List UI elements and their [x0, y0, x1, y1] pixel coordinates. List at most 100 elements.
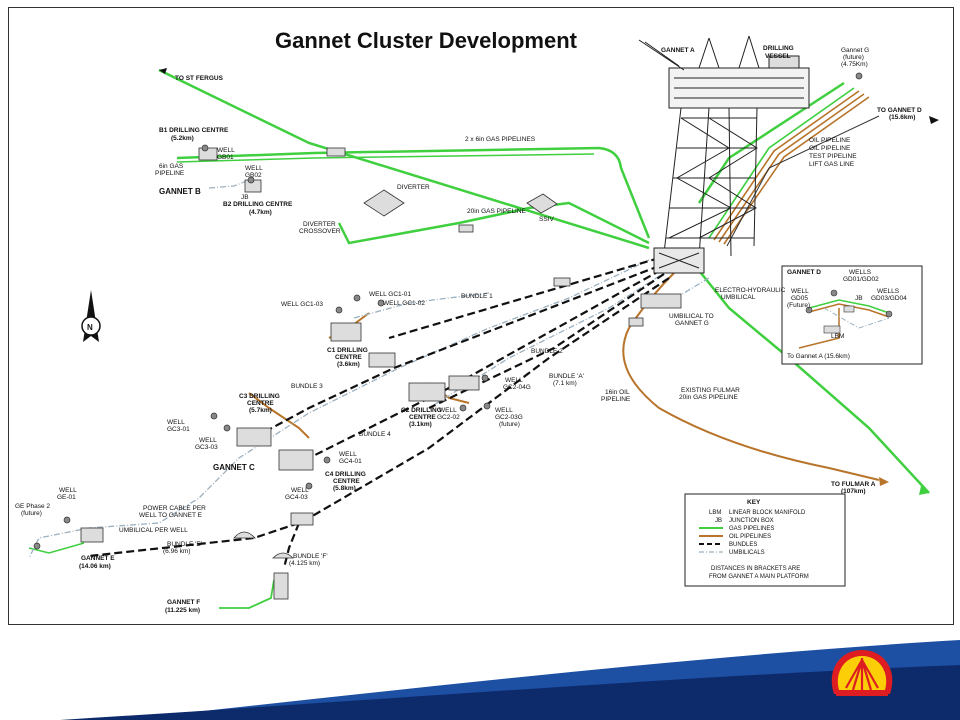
label-ssiv: SSIV	[539, 216, 554, 223]
label-well-id: GC4-03	[285, 494, 308, 501]
label-ge-phase2: (future)	[21, 510, 42, 517]
label-bundle-e: BUNDLE 'E'	[167, 541, 202, 548]
compass-letter: N	[87, 323, 93, 332]
well-gb01-icon	[201, 144, 209, 152]
label-c4-centre: C4 DRILLING	[325, 471, 366, 478]
well-gc1-02-icon	[377, 299, 385, 307]
label-well-id: GB01	[217, 154, 234, 161]
well-gb02-icon	[247, 176, 255, 184]
well-gc4-01-icon	[323, 456, 331, 464]
label-well: WELL	[339, 451, 357, 458]
label-electro: UMBILICAL	[721, 294, 756, 301]
diagram-frame: Gannet Cluster Development	[8, 7, 954, 625]
label-bundle-a: BUNDLE 'A'	[549, 373, 584, 380]
label-well-id: GC2-02	[437, 414, 460, 421]
key-legend: KEY LBM LINEAR BLOCK MANIFOLD JB JUNCTIO…	[684, 493, 846, 587]
label-well: WELL	[439, 407, 457, 414]
footer-banner	[0, 620, 960, 720]
label-to-gannet-d-dist: (15.6km)	[889, 114, 915, 121]
label-well-id: GC4-01	[339, 458, 362, 465]
bundle-2	[428, 273, 665, 409]
bundle-e	[88, 521, 300, 558]
label-diverter-crossover: DIVERTER	[303, 221, 336, 228]
label-to-gannet-d: TO GANNET D	[877, 107, 922, 114]
label-oil-pipeline: OIL PIPELINE	[809, 145, 851, 152]
label-oil-pipeline: OIL PIPELINE	[809, 137, 851, 144]
label-c2-centre: CENTRE	[409, 414, 436, 421]
wellheads	[33, 72, 863, 550]
label-umbilical-well: UMBILICAL PER WELL	[119, 527, 188, 534]
label-gannet-e: GANNET E	[81, 555, 115, 562]
arrow-gannet-d	[929, 116, 939, 124]
label-c2-dist: (3.1km)	[409, 421, 432, 428]
label-c3-centre: CENTRE	[247, 400, 274, 407]
label-wells-id: GD03/GD04	[871, 295, 907, 302]
shell-logo	[831, 650, 893, 696]
label-gannet-g: (4.75Km)	[841, 61, 868, 68]
label-c4-centre: CENTRE	[333, 478, 360, 485]
key-row-code: LBM	[709, 510, 721, 516]
well-gc2-04g-icon	[481, 374, 489, 382]
bundle-1	[388, 256, 660, 340]
label-bundle-3: BUNDLE 3	[291, 383, 323, 390]
key-row-text: BUNDLES	[729, 542, 757, 548]
label-well-id: GC2-04G	[503, 384, 531, 391]
label-power-cable: WELL TO GANNET E	[139, 512, 203, 519]
well-gc3-01-icon	[210, 412, 218, 420]
key-title: KEY	[747, 499, 761, 506]
ge-phase2-icon	[33, 542, 41, 550]
well-gc1-03-icon	[335, 306, 343, 314]
key-row-text: JUNCTION BOX	[729, 518, 774, 524]
label-fulmar: 20in GAS PIPELINE	[679, 394, 739, 401]
label-well: WELL	[495, 407, 513, 414]
label-well: WELL	[167, 419, 185, 426]
label-bundle-f: BUNDLE 'F'	[293, 553, 328, 560]
label-oil-16in: 16in OIL	[605, 389, 630, 396]
diverter-structure	[363, 189, 405, 217]
label-oil-16in: PIPELINE	[601, 396, 631, 403]
gannet-a-platform	[638, 35, 810, 274]
c2-manifold	[448, 375, 480, 391]
label-test-pipeline: TEST PIPELINE	[809, 153, 857, 160]
label-bundle-2: BUNDLE 2	[531, 348, 563, 355]
label-future: (future)	[499, 421, 520, 428]
gannet-diagram: Gannet Cluster Development	[15, 28, 939, 614]
gas-20in-line	[337, 201, 650, 245]
label-well-gc1-02: WELL GC1-02	[383, 300, 425, 307]
label-well-id: GD05	[791, 295, 808, 302]
footer-swoosh-dark	[60, 665, 960, 720]
label-electro: ELECTRO-HYDRAULIC	[715, 287, 786, 294]
c1-manifold	[368, 352, 396, 368]
key-note: FROM GANNET A MAIN PLATFORM	[709, 574, 809, 580]
well-gc2-03g-icon	[483, 402, 491, 410]
label-gannet-c: GANNET C	[213, 463, 255, 472]
key-row-text: GAS PIPELINES	[729, 526, 774, 532]
label-well: WELL	[245, 165, 263, 172]
arrows	[159, 68, 939, 495]
page-title: Gannet Cluster Development	[275, 28, 578, 53]
label-b2-centre: B2 DRILLING CENTRE	[223, 201, 293, 208]
well-gc3-03-icon	[223, 424, 231, 432]
label-drilling-vessel: VESSEL	[765, 53, 791, 60]
label-drilling-vessel: DRILLING	[763, 45, 794, 52]
label-bundle-4: BUNDLE 4	[359, 431, 391, 438]
label-gannet-g: Gannet G	[841, 47, 869, 54]
label-diverter: DIVERTER	[397, 184, 430, 191]
st-fergus-line	[158, 68, 650, 250]
bundle-junction	[290, 512, 314, 526]
label-gannet-g: (future)	[843, 54, 864, 61]
label-wells: WELLS	[877, 288, 900, 295]
label-bundle-f: (4.125 km)	[289, 560, 320, 567]
label-jb: JB	[241, 194, 249, 201]
north-compass: N	[81, 290, 101, 342]
label-well: WELL	[505, 377, 523, 384]
well-gc1-01-icon	[353, 294, 361, 302]
label-well-gc1-03: WELL GC1-03	[281, 301, 323, 308]
label-gas-6in: PIPELINE	[155, 170, 185, 177]
gannet-d-inset	[781, 265, 923, 365]
label-jb: JB	[855, 295, 863, 302]
label-gannet-f-dist: (11.225 km)	[165, 607, 200, 614]
bundle-f	[282, 522, 301, 569]
label-to-fulmar-dist: (107km)	[841, 488, 866, 495]
c4-template	[278, 449, 314, 471]
